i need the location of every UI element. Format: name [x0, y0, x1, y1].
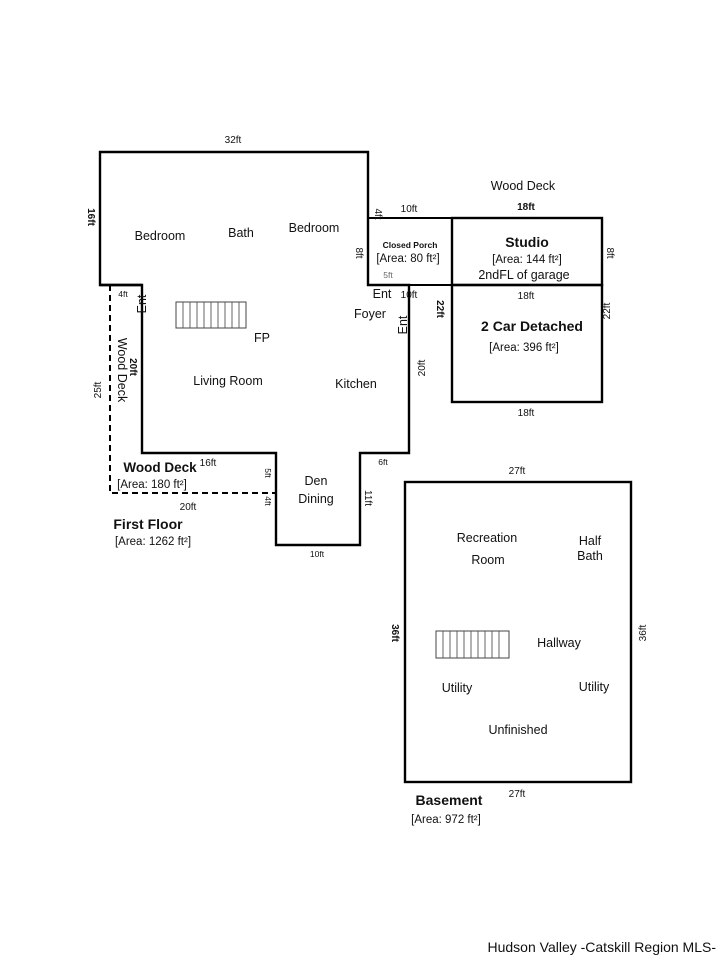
recreation-label: Recreation: [457, 531, 517, 545]
garage-area: [Area: 396 ft²]: [489, 342, 559, 354]
stairs-first-floor: [175, 301, 247, 329]
wood-deck-area: [Area: 180 ft²]: [117, 479, 187, 491]
living-room-label: Living Room: [193, 374, 262, 388]
dim-top-32: 32ft: [225, 135, 242, 146]
dim-left-16: 16ft: [85, 208, 96, 226]
closed-porch-label: Closed Porch: [383, 240, 438, 250]
ent-left-label: Ent: [135, 294, 149, 313]
utility-right-label: Utility: [579, 680, 610, 694]
dim-garage-right: 22ft: [602, 302, 613, 319]
basement-title: Basement: [416, 792, 483, 808]
first-floor-area: [Area: 1262 ft²]: [115, 536, 191, 548]
foyer-label: Foyer: [354, 307, 386, 321]
ent-porch-label: Ent: [373, 287, 392, 301]
wood-deck-vertical-label: Wood Deck: [115, 338, 129, 403]
wood-deck-outline: [109, 285, 276, 494]
studio-label: Studio: [505, 234, 549, 250]
ent-right-label: Ent: [396, 315, 410, 334]
dim-deck-bottom: 20ft: [180, 502, 197, 513]
studio-sub-label: 2ndFL of garage: [478, 268, 569, 282]
dining-label: Dining: [298, 492, 333, 506]
closed-porch-outline: [367, 217, 453, 286]
wood-deck-bottom-label: Wood Deck: [123, 460, 197, 475]
first-floor-title: First Floor: [113, 516, 183, 532]
half-label: Half: [579, 534, 602, 548]
closed-porch-area: [Area: 80 ft²]: [376, 253, 439, 265]
stairs-basement: [435, 630, 510, 659]
dim-16: 16ft: [200, 458, 217, 469]
dim-den-bottom: 10ft: [310, 549, 325, 559]
utility-left-label: Utility: [442, 681, 473, 695]
dim-basement-top: 27ft: [509, 466, 526, 477]
dim-basement-bottom: 27ft: [509, 789, 526, 800]
bath-label: Bath: [228, 226, 254, 240]
dim-porch-bottom: 10ft: [401, 290, 418, 301]
studio-area: [Area: 144 ft²]: [492, 254, 562, 266]
dim-basement-left: 36ft: [389, 624, 400, 642]
garage-outline: [450, 283, 604, 404]
bedroom-2-label: Bedroom: [289, 221, 340, 235]
watermark-text: Hudson Valley -Catskill Region MLS-: [488, 939, 717, 955]
half-bath-label: Bath: [577, 549, 603, 563]
dim-deck-4: 4ft: [118, 289, 128, 299]
kitchen-label: Kitchen: [335, 377, 377, 391]
dim-deck-25: 25ft: [93, 381, 104, 398]
basement-area: [Area: 972 ft²]: [411, 814, 481, 826]
dim-5: 5ft: [263, 468, 273, 478]
dim-garage-top: 18ft: [518, 291, 535, 302]
hallway-label: Hallway: [537, 636, 582, 650]
garage-label: 2 Car Detached: [481, 318, 583, 334]
dim-right-20: 20ft: [417, 359, 428, 376]
dim-porch-top: 10ft: [401, 204, 418, 215]
dim-porch-left: 8ft: [353, 247, 364, 258]
dim-studio-right: 8ft: [604, 247, 615, 258]
dim-garage-left: 22ft: [434, 300, 445, 318]
wood-deck-top-label: Wood Deck: [491, 179, 556, 193]
room-label: Room: [471, 553, 504, 567]
dim-deck-20: 20ft: [127, 358, 138, 376]
bedroom-1-label: Bedroom: [135, 229, 186, 243]
dim-porch-small: 4ft: [372, 208, 383, 219]
den-label: Den: [305, 474, 328, 488]
dim-studio-top: 18ft: [517, 202, 535, 213]
dim-garage-bottom: 18ft: [518, 408, 535, 419]
dim-basement-right: 36ft: [638, 624, 649, 641]
dim-11: 11ft: [362, 490, 373, 506]
dim-4b: 4ft: [263, 496, 273, 506]
fp-label: FP: [254, 331, 270, 345]
unfinished-label: Unfinished: [488, 723, 547, 737]
basement-outline: [403, 480, 633, 784]
dim-6: 6ft: [378, 457, 388, 467]
dim-porch-5: 5ft: [383, 270, 393, 280]
